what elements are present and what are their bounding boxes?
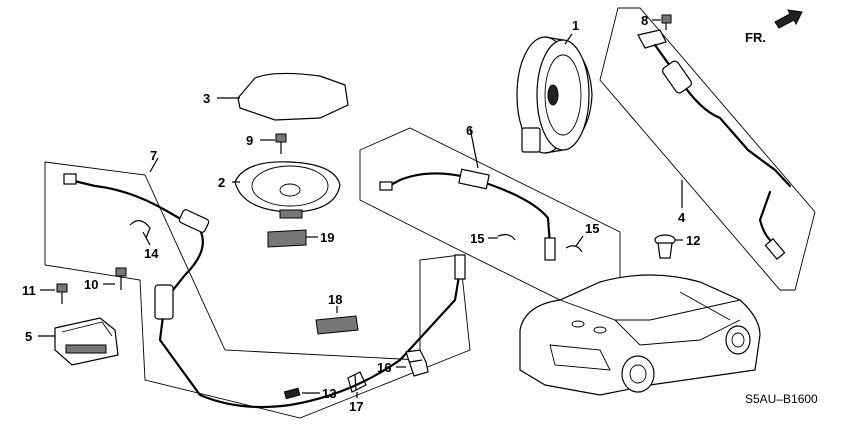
speaker-1 bbox=[516, 36, 593, 154]
label-17: 17 bbox=[349, 399, 363, 414]
label-15b: 15 bbox=[585, 221, 599, 236]
clip-12 bbox=[654, 234, 676, 259]
label-13: 13 bbox=[322, 386, 336, 401]
cover-3 bbox=[237, 72, 349, 121]
label-4: 4 bbox=[678, 210, 686, 225]
screw-11 bbox=[56, 283, 68, 304]
fr-label: FR. bbox=[745, 30, 766, 45]
label-10: 10 bbox=[84, 277, 98, 292]
leader-7 bbox=[149, 157, 159, 173]
screw-10 bbox=[115, 267, 127, 290]
screw-8 bbox=[661, 14, 672, 30]
leader-14 bbox=[142, 231, 151, 246]
clip-16 bbox=[405, 349, 429, 377]
box-6 bbox=[359, 127, 621, 301]
box-7 bbox=[44, 161, 471, 419]
label-14: 14 bbox=[144, 246, 159, 261]
front-direction-arrow bbox=[774, 9, 803, 29]
screw-9 bbox=[275, 133, 287, 154]
label-7: 7 bbox=[150, 148, 157, 163]
label-5: 5 bbox=[25, 329, 32, 344]
leader-15b bbox=[575, 235, 584, 247]
clip-13 bbox=[283, 387, 301, 400]
label-19: 19 bbox=[320, 230, 334, 245]
label-2: 2 bbox=[218, 175, 225, 190]
box-4 bbox=[599, 7, 816, 291]
pad-18 bbox=[315, 315, 359, 335]
pad-19 bbox=[267, 229, 307, 248]
label-18: 18 bbox=[328, 292, 342, 307]
label-15a: 15 bbox=[470, 231, 484, 246]
label-11: 11 bbox=[22, 283, 36, 298]
car-illustration bbox=[519, 274, 761, 396]
label-16: 16 bbox=[377, 360, 391, 375]
leader-1 bbox=[564, 33, 573, 45]
amplifier-5 bbox=[54, 317, 119, 366]
label-8: 8 bbox=[641, 13, 648, 28]
diagram-code: S5AU–B1600 bbox=[745, 392, 818, 406]
label-3: 3 bbox=[203, 91, 210, 106]
label-9: 9 bbox=[246, 133, 253, 148]
speaker-2 bbox=[234, 161, 341, 219]
leader-6 bbox=[469, 127, 479, 169]
label-1: 1 bbox=[572, 18, 579, 33]
label-6: 6 bbox=[466, 123, 473, 138]
clip-17 bbox=[347, 371, 367, 393]
label-12: 12 bbox=[686, 233, 700, 248]
